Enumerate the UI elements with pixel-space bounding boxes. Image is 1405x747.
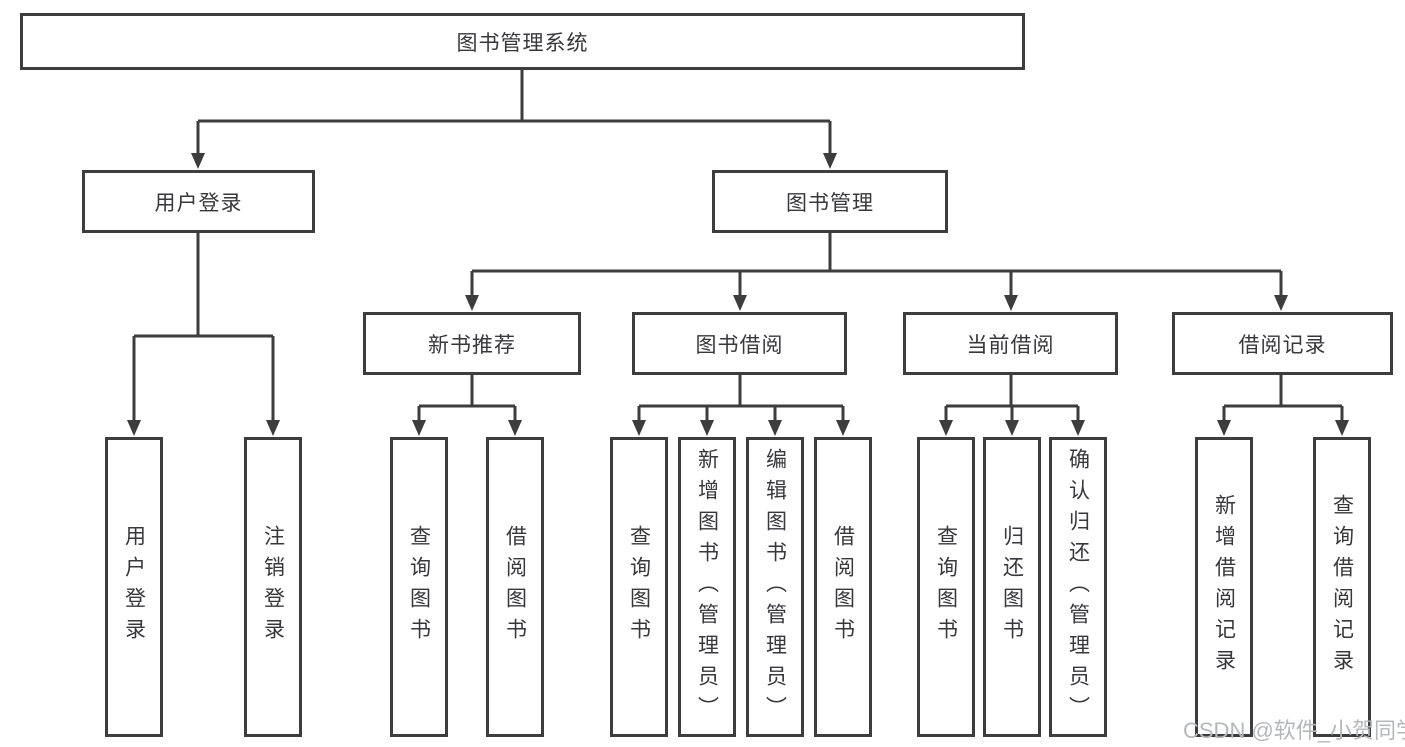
leaf-label: 查询图书 (627, 525, 651, 649)
node-library-system: 图书管理系统 (20, 13, 1025, 70)
leaf-label: 查询图书 (407, 525, 431, 649)
leaf-add-borrow-record: 新增借阅记录 (1195, 437, 1253, 737)
leaf-query-borrow-record: 查询借阅记录 (1313, 437, 1371, 737)
leaf-logout: 注销登录 (244, 437, 302, 737)
leaf-query-books-current: 查询图书 (917, 437, 975, 737)
leaf-label: 归还图书 (1000, 525, 1024, 649)
leaf-borrow-books-recommend: 借阅图书 (486, 437, 544, 737)
node-label: 新书推荐 (428, 333, 516, 357)
node-label: 当前借阅 (966, 333, 1055, 357)
leaf-label: 新增图书（管理员） (695, 447, 719, 727)
node-label: 图书管理 (786, 191, 874, 215)
leaf-label: 借阅图书 (831, 525, 855, 649)
arrowheads (127, 153, 1349, 436)
node-book-management: 图书管理 (712, 170, 948, 233)
leaf-label: 查询借阅记录 (1330, 494, 1354, 680)
leaf-edit-books-admin: 编辑图书（管理员） (746, 437, 804, 737)
leaf-query-books-borrow: 查询图书 (610, 437, 668, 737)
leaf-label: 用户登录 (122, 525, 146, 649)
leaf-borrow-books: 借阅图书 (814, 437, 872, 737)
leaf-label: 确认归还（管理员） (1066, 447, 1090, 727)
leaf-label: 新增借阅记录 (1212, 494, 1236, 680)
leaf-confirm-return-admin: 确认归还（管理员） (1049, 437, 1107, 737)
node-label: 用户登录 (154, 191, 243, 215)
node-label: 借阅记录 (1238, 333, 1327, 357)
leaf-user-login: 用户登录 (105, 437, 163, 737)
leaf-label: 借阅图书 (503, 525, 527, 649)
node-borrowing-records: 借阅记录 (1172, 312, 1393, 375)
node-current-borrowing: 当前借阅 (903, 312, 1118, 375)
node-book-borrowing: 图书借阅 (632, 312, 847, 375)
leaf-add-books-admin: 新增图书（管理员） (678, 437, 736, 737)
leaf-return-books: 归还图书 (983, 437, 1041, 737)
node-user-login: 用户登录 (82, 170, 315, 233)
node-new-book-recommendation: 新书推荐 (363, 312, 581, 375)
leaf-label: 查询图书 (934, 525, 958, 649)
watermark: CSDN @软件_小贺同学 (1183, 718, 1405, 743)
node-label: 图书借阅 (695, 333, 784, 357)
leaf-query-books-recommend: 查询图书 (390, 437, 448, 737)
leaf-label: 注销登录 (261, 525, 285, 649)
leaf-label: 编辑图书（管理员） (763, 447, 787, 727)
node-label: 图书管理系统 (456, 31, 589, 55)
